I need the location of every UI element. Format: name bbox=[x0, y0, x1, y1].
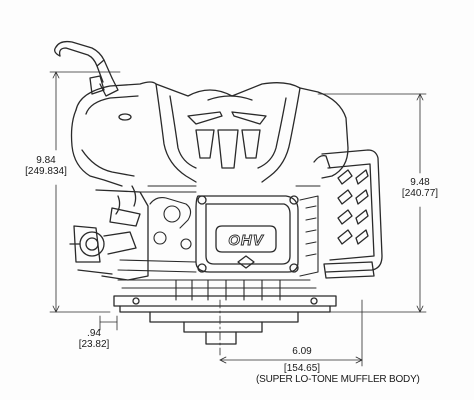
mounting-base bbox=[113, 295, 337, 345]
crank-offset-in: .94 bbox=[87, 328, 101, 339]
engine-block bbox=[117, 185, 321, 301]
overall-height-mm: [249.834] bbox=[25, 166, 67, 177]
ohv-label: OHV bbox=[228, 232, 265, 249]
muffler-offset-mm: [154.65] bbox=[283, 363, 321, 374]
muffler-height-mm: [240.77] bbox=[401, 188, 439, 199]
muffler-offset-mm-dimension: [154.65] bbox=[276, 363, 328, 374]
blower-housing bbox=[70, 81, 349, 187]
carburetor bbox=[69, 185, 149, 281]
muffler bbox=[313, 149, 383, 279]
valve-cover bbox=[195, 195, 299, 273]
dipstick-tube bbox=[54, 40, 119, 97]
crank-offset-dimension: .94 [23.82] bbox=[72, 328, 116, 350]
overall-height-in: 9.84 bbox=[36, 155, 56, 166]
dimension-lines bbox=[49, 71, 427, 367]
muffler-height-dimension: 9.48 [240.77] bbox=[394, 177, 446, 199]
muffler-offset-in: 6.09 bbox=[292, 346, 312, 357]
overall-height-dimension: 9.84 [249.834] bbox=[18, 155, 74, 177]
muffler-note: (SUPER LO-TONE MUFFLER BODY) bbox=[256, 374, 420, 385]
crank-offset-mm: [23.82] bbox=[78, 339, 110, 350]
muffler-height-in: 9.48 bbox=[410, 177, 430, 188]
muffler-offset-dimension: 6.09 bbox=[276, 346, 328, 357]
